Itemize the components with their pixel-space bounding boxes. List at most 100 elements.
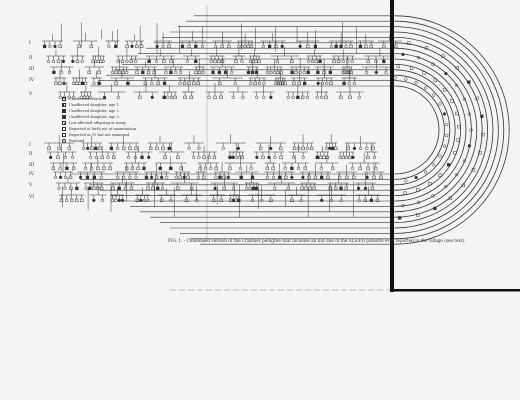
female-symbol — [241, 95, 245, 100]
male-symbol — [369, 44, 373, 49]
female-symbol — [364, 70, 369, 75]
female-symbol — [174, 70, 178, 75]
male-symbol — [280, 81, 285, 86]
descent-arc — [394, 31, 494, 229]
female-symbol — [234, 155, 238, 160]
descent-arc — [394, 64, 461, 196]
male-symbol — [57, 146, 61, 151]
female-symbol — [207, 155, 211, 160]
female-symbol — [150, 95, 154, 100]
female-symbol — [83, 166, 88, 171]
female-symbol — [231, 198, 236, 203]
male-symbol — [292, 81, 296, 86]
male-symbol — [306, 44, 310, 49]
female-symbol — [431, 93, 436, 97]
male-symbol — [120, 59, 125, 64]
female-symbol — [60, 70, 64, 75]
female-symbol — [107, 44, 111, 49]
male-symbol — [433, 78, 437, 82]
male-symbol — [218, 175, 222, 180]
male-symbol — [341, 155, 345, 160]
female-symbol — [90, 166, 94, 171]
male-symbol — [251, 186, 255, 191]
male-symbol — [480, 114, 484, 118]
female-symbol — [198, 166, 202, 171]
male-symbol — [187, 44, 191, 49]
male-symbol — [129, 186, 134, 191]
male-symbol — [447, 163, 451, 167]
female-symbol — [240, 44, 244, 49]
male-symbol — [56, 155, 60, 160]
female-symbol — [49, 155, 53, 160]
legend-label: Unaffected daughter, age 1 — [69, 103, 119, 107]
male-symbol — [56, 59, 61, 64]
male-symbol — [316, 70, 320, 75]
male-symbol — [169, 166, 173, 171]
male-symbol — [211, 70, 215, 75]
female-symbol — [71, 155, 75, 160]
female-symbol — [231, 155, 235, 160]
female-symbol — [110, 70, 115, 75]
female-symbol — [96, 59, 100, 64]
female-symbol — [86, 146, 90, 151]
female-symbol — [347, 81, 351, 86]
female-symbol — [126, 155, 131, 160]
female-symbol — [454, 173, 459, 177]
male-symbol — [336, 59, 341, 64]
male-symbol — [324, 95, 328, 100]
female-symbol — [48, 44, 52, 49]
female-symbol — [319, 95, 324, 100]
male-symbol — [269, 198, 273, 203]
male-symbol — [326, 175, 330, 180]
scan-edge — [390, 0, 394, 292]
female-symbol — [130, 44, 134, 49]
male-symbol — [239, 175, 243, 180]
male-symbol — [99, 59, 103, 64]
male-symbol — [334, 186, 338, 191]
female-symbol — [255, 155, 259, 160]
male-symbol — [275, 59, 280, 64]
male-symbol — [375, 198, 380, 203]
female-symbol — [445, 133, 449, 138]
female-symbol — [261, 44, 266, 49]
female-symbol — [341, 70, 345, 75]
female-symbol — [196, 175, 200, 180]
male-symbol — [456, 138, 460, 142]
female-symbol — [120, 198, 125, 203]
female-symbol — [291, 155, 296, 160]
male-symbol — [142, 166, 146, 171]
male-symbol — [481, 132, 485, 137]
male-symbol — [332, 59, 336, 64]
female-symbol — [240, 59, 244, 64]
male-symbol — [314, 59, 318, 64]
male-symbol — [135, 198, 140, 203]
male-symbol — [284, 175, 288, 180]
female-symbol — [71, 95, 76, 100]
male-symbol — [156, 81, 160, 86]
male-symbol — [146, 70, 151, 75]
female-symbol — [307, 59, 311, 64]
male-symbol — [274, 44, 278, 49]
male-symbol — [382, 59, 386, 64]
male-symbol — [154, 175, 159, 180]
male-symbol — [394, 44, 398, 49]
legend-label: Reported at birth not at examination — [69, 127, 137, 131]
male-symbol — [219, 95, 223, 100]
male-symbol — [294, 70, 298, 75]
female-symbol — [209, 59, 213, 64]
male-symbol — [339, 44, 343, 49]
male-symbol — [80, 198, 84, 203]
male-symbol — [135, 44, 139, 49]
female-symbol — [283, 166, 287, 171]
male-symbol — [290, 166, 294, 171]
male-symbol — [184, 198, 189, 203]
male-symbol — [167, 146, 171, 151]
female-symbol — [116, 95, 121, 100]
scan-edge — [390, 289, 520, 292]
male-symbol — [254, 70, 259, 75]
female-symbol — [51, 59, 56, 64]
generation-label: V — [29, 183, 33, 188]
male-symbol — [228, 155, 232, 160]
generation-label: III — [29, 163, 35, 168]
